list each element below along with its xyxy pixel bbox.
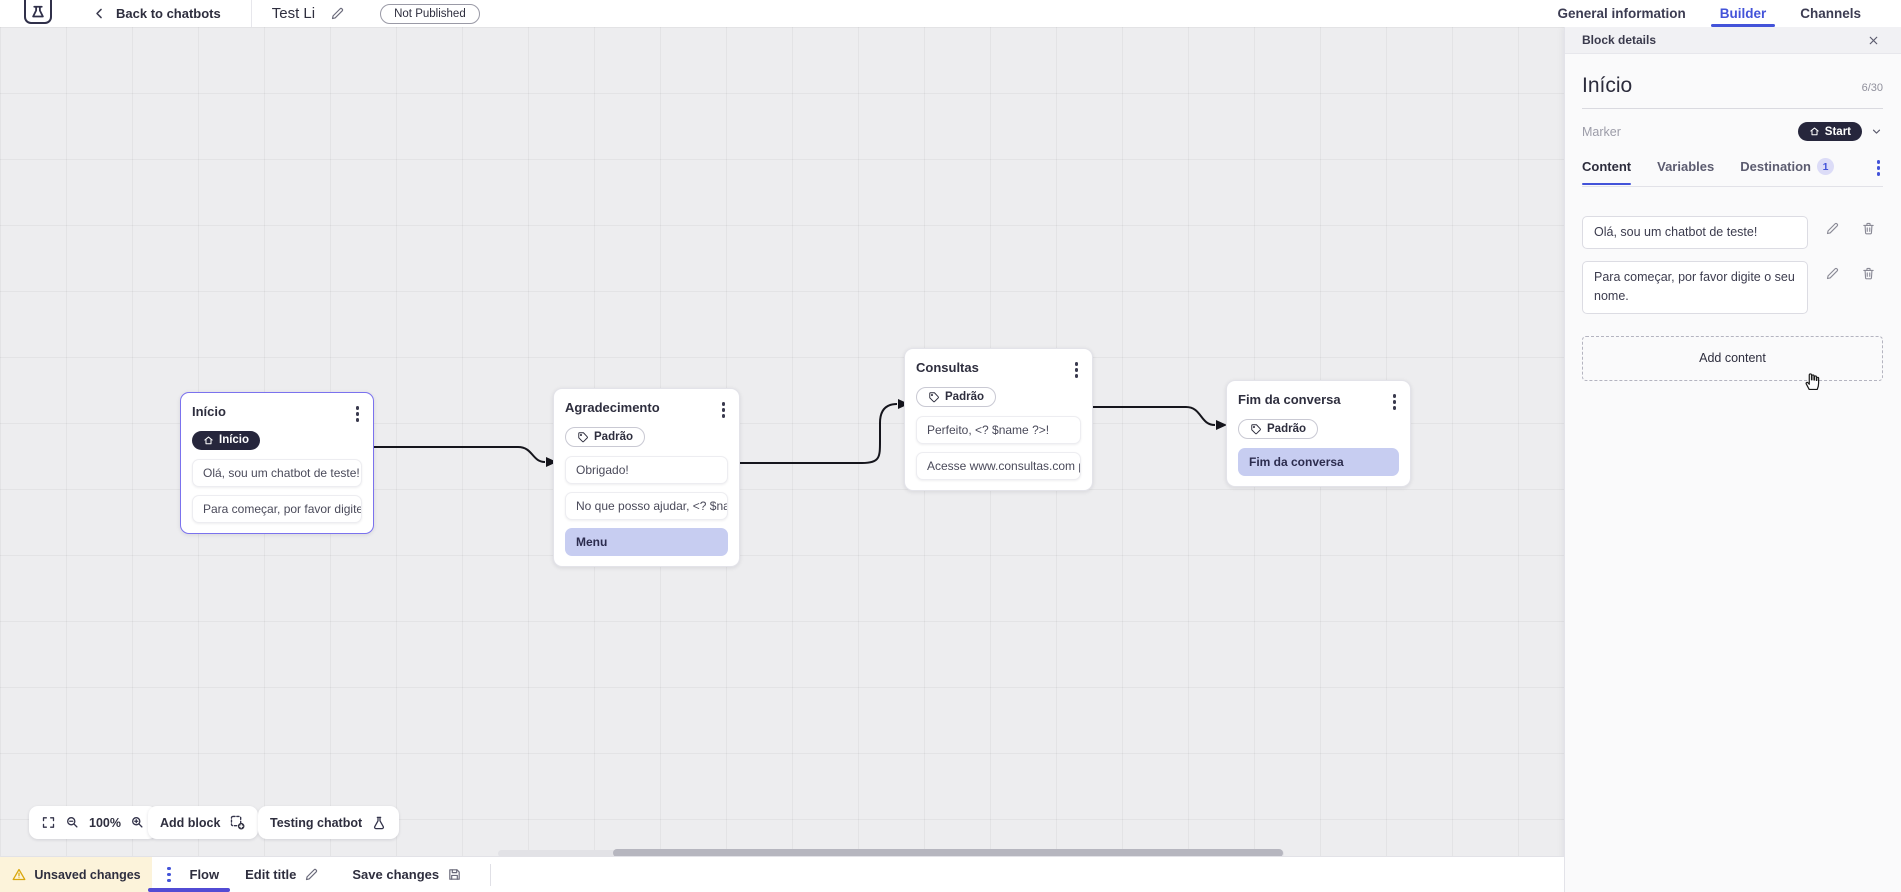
block-content-item[interactable]: Acesse www.consultas.com par...	[916, 451, 1081, 480]
edit-content-icon[interactable]	[1825, 266, 1840, 281]
tag-icon	[1251, 423, 1261, 434]
topbar-divider	[250, 0, 252, 27]
home-icon	[1810, 127, 1819, 136]
fullscreen-icon[interactable]	[41, 815, 56, 830]
tab-general-information[interactable]: General information	[1557, 6, 1686, 21]
block-name-input[interactable]: Início	[1582, 74, 1633, 97]
pencil-icon	[304, 867, 319, 882]
save-icon	[447, 867, 462, 882]
tag-icon	[578, 431, 588, 442]
flask-icon	[371, 815, 387, 831]
char-counter: 6/30	[1861, 82, 1883, 94]
block-menu-icon[interactable]	[719, 400, 729, 420]
back-chevron-icon[interactable]	[92, 6, 107, 21]
panel-title: Block details	[1582, 33, 1657, 47]
destination-count-badge: 1	[1817, 158, 1835, 176]
content-message-field[interactable]: Olá, sou um chatbot de teste!	[1582, 215, 1808, 249]
block-content-item[interactable]: Para começar, por favor digite o ...	[192, 494, 362, 523]
tab-flow[interactable]: Flow	[189, 867, 220, 882]
zoom-out-icon[interactable]	[65, 815, 80, 830]
panel-tabs: Content Variables Destination 1	[1582, 158, 1883, 187]
tab-variables[interactable]: Variables	[1657, 159, 1715, 175]
unsaved-changes-indicator: Unsaved changes	[0, 857, 152, 892]
block-title: Consultas	[916, 360, 979, 375]
block-content-item[interactable]: Obrigado!	[565, 455, 728, 484]
add-block-icon	[229, 814, 246, 831]
horizontal-scrollbar-thumb[interactable]	[613, 849, 1283, 856]
flow-block-fim[interactable]: Fim da conversa Padrão Fim da conversa	[1226, 380, 1411, 487]
edit-content-icon[interactable]	[1825, 221, 1840, 236]
builder-nav-tabs: General information Builder Channels	[1557, 0, 1861, 27]
tag-icon	[929, 391, 939, 402]
block-content-item[interactable]: Perfeito, <? $name ?>!	[916, 415, 1081, 444]
delete-content-icon[interactable]	[1861, 266, 1876, 281]
content-message-field[interactable]: Para começar, por favor digite o seu nom…	[1582, 260, 1808, 314]
save-changes-button[interactable]: Save changes	[352, 867, 462, 882]
flow-block-agradecimento[interactable]: Agradecimento Padrão Obrigado! No que po…	[553, 388, 740, 567]
tag-pill: Padrão	[916, 386, 996, 407]
block-content-item[interactable]: No que posso ajudar, <? $name ...	[565, 491, 728, 520]
testing-chatbot-button[interactable]: Testing chatbot	[258, 806, 400, 839]
delete-content-icon[interactable]	[1861, 221, 1876, 236]
block-menu-icon[interactable]	[1072, 360, 1082, 380]
flow-block-consultas[interactable]: Consultas Padrão Perfeito, <? $name ?>! …	[904, 348, 1093, 491]
block-menu-item[interactable]: Menu	[565, 527, 728, 556]
marker-label: Marker	[1582, 124, 1621, 139]
tab-builder[interactable]: Builder	[1710, 0, 1775, 27]
chatbot-title: Test Li	[271, 5, 316, 22]
back-to-chatbots-link[interactable]: Back to chatbots	[116, 6, 221, 21]
zoom-controls: 100%	[29, 806, 157, 839]
zoom-level-value: 100%	[89, 815, 121, 830]
tag-pill: Padrão	[565, 426, 645, 447]
tab-channels[interactable]: Channels	[1800, 6, 1861, 21]
flow-block-inicio[interactable]: Início Início Olá, sou um chatbot de tes…	[180, 392, 374, 534]
tab-destination[interactable]: Destination 1	[1740, 158, 1835, 185]
add-block-button[interactable]: Add block	[148, 806, 259, 839]
zoom-in-icon[interactable]	[130, 815, 145, 830]
block-details-panel: Block details Início 6/30 Marker Start C…	[1564, 27, 1901, 892]
start-marker-pill: Início	[192, 430, 261, 450]
block-content-item[interactable]: Fim da conversa	[1238, 447, 1399, 476]
marker-start-pill[interactable]: Start	[1797, 122, 1862, 141]
edit-title-pencil-icon[interactable]	[330, 6, 345, 21]
block-title: Agradecimento	[565, 400, 660, 415]
block-menu-icon[interactable]	[353, 404, 363, 424]
home-icon	[204, 436, 213, 444]
warning-icon	[12, 868, 26, 881]
block-title: Fim da conversa	[1238, 392, 1341, 407]
add-content-button[interactable]: Add content	[1582, 335, 1883, 381]
close-icon[interactable]	[1867, 34, 1880, 47]
bottombar-divider	[490, 863, 492, 886]
block-title: Início	[192, 404, 226, 419]
bottom-bar: Unsaved changes Flow Edit title Save cha…	[0, 856, 1564, 892]
block-menu-icon[interactable]	[1390, 392, 1400, 412]
edit-title-button[interactable]: Edit title	[245, 867, 319, 882]
panel-menu-icon[interactable]	[1874, 158, 1884, 186]
block-content-item[interactable]: Olá, sou um chatbot de teste!	[192, 458, 362, 487]
app-logo-icon	[24, 0, 52, 24]
flow-canvas[interactable]: Início Início Olá, sou um chatbot de tes…	[0, 27, 1564, 856]
flow-menu-icon[interactable]	[164, 865, 174, 885]
status-badge: Not Published	[380, 3, 480, 24]
active-tab-underline	[148, 888, 230, 892]
tab-content[interactable]: Content	[1582, 159, 1632, 186]
chevron-down-icon[interactable]	[1870, 125, 1883, 138]
tag-pill: Padrão	[1238, 418, 1318, 439]
top-bar: Back to chatbots Test Li Not Published G…	[0, 0, 1901, 27]
